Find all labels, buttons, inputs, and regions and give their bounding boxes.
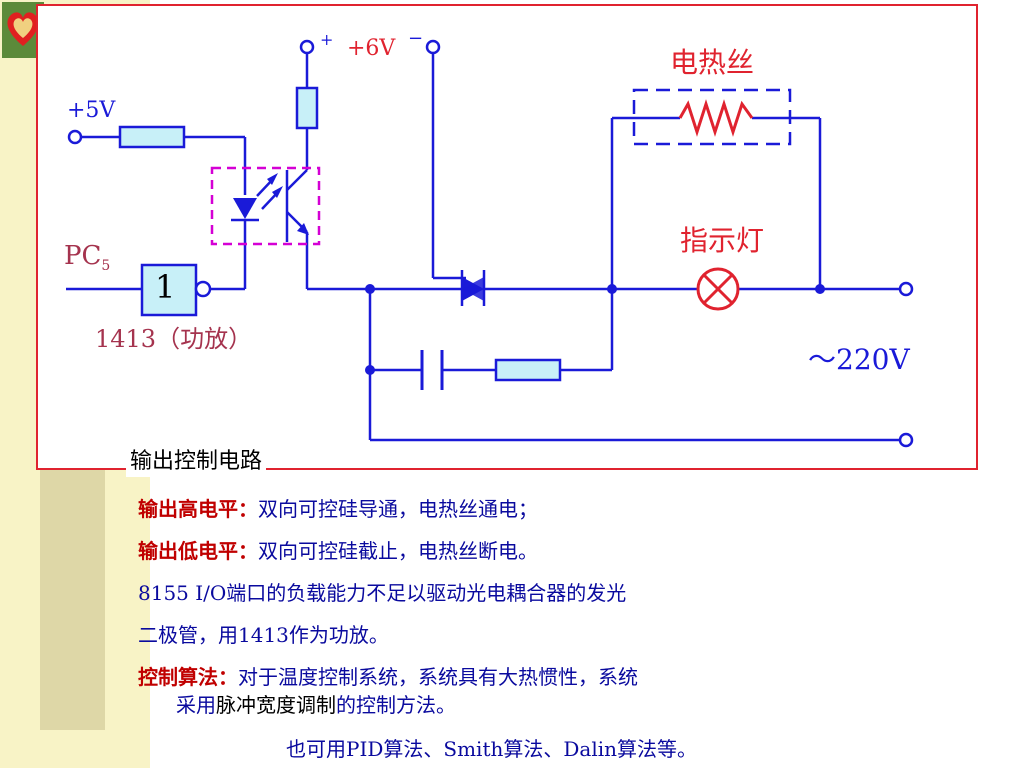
- note-line-2: 输出低电平：双向可控硅截止，电热丝断电。: [138, 539, 538, 563]
- minus-sign-label: −: [408, 28, 424, 49]
- heater-resistor: [678, 99, 754, 137]
- note-line-3: 8155 I/O端口的负载能力不足以驱动光电耦合器的发光: [138, 581, 627, 605]
- terminal-plus5v: [67, 129, 83, 145]
- gate-label: 1: [155, 268, 176, 306]
- diagram-caption: 输出控制电路: [126, 441, 267, 477]
- led-diode: [233, 198, 257, 219]
- optocoupler-box: [210, 166, 321, 246]
- note-line-6: 采用脉冲宽度调制的控制方法。: [176, 693, 456, 717]
- indicator-label: 指示灯: [680, 224, 765, 257]
- note-line-1: 输出高电平：双向可控硅导通，电热丝通电；: [138, 497, 538, 521]
- chip-label: 1413（功放）: [95, 325, 253, 353]
- ac-voltage-label: ～220V: [808, 343, 910, 376]
- resistor-input: [118, 125, 186, 149]
- terminal-minus6v: [425, 39, 441, 55]
- resistor-snubber: [494, 358, 562, 382]
- terminal-plus6v: [299, 39, 315, 55]
- note-line-7: 也可用PID算法、Smith算法、Dalin算法等。: [286, 737, 698, 761]
- heater-label: 电热丝: [670, 46, 755, 79]
- heater-box: [632, 88, 792, 146]
- plus6v-label: +6V: [347, 36, 396, 61]
- resistor-supply: [295, 86, 319, 130]
- plus5v-label: +5V: [67, 98, 116, 123]
- sidebar-decoration: [40, 470, 105, 730]
- inverter-gate: [140, 263, 198, 317]
- pc-label: PC5: [64, 241, 111, 275]
- terminal-ac-bottom: [898, 432, 914, 448]
- inverter-bubble: [194, 280, 212, 298]
- note-line-4: 二极管，用1413作为功放。: [138, 623, 389, 647]
- circuit-diagram: [66, 39, 914, 448]
- terminal-ac-top: [898, 281, 914, 297]
- plus-sign-label: +: [320, 30, 334, 49]
- note-line-5: 控制算法：对于温度控制系统，系统具有大热惯性，系统: [138, 665, 638, 689]
